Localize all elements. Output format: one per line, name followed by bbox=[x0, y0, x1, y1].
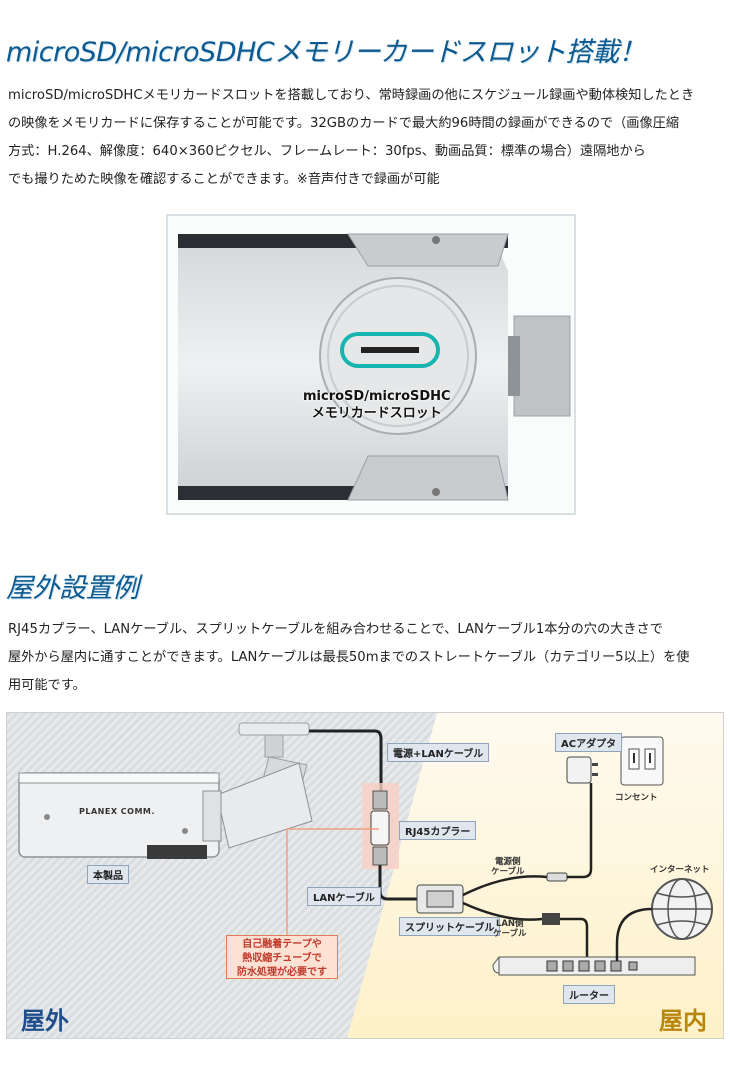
label-line: LAN側 bbox=[495, 919, 524, 929]
router-label: ルーター bbox=[563, 985, 615, 1004]
label-line: 電源側 bbox=[494, 857, 521, 867]
rj45-coupler-label: RJ45カプラー bbox=[399, 821, 477, 840]
paragraph-line: 方式：H.264、解像度：640×360ピクセル、フレームレート：30fps、動… bbox=[8, 144, 646, 159]
label-line: ケーブル bbox=[491, 867, 525, 877]
paragraph-line: 用可能です。 bbox=[8, 678, 86, 693]
outdoor-install-description: RJ45カプラー、LANケーブル、スプリットケーブルを組み合わせることで、LAN… bbox=[8, 616, 724, 700]
power-side-cable-label: 電源側 ケーブル bbox=[491, 857, 525, 877]
warning-line: 熱収縮チューブで bbox=[242, 953, 322, 964]
sd-slot-label: microSD/microSDHC メモリカードスロット bbox=[303, 388, 451, 422]
paragraph-line: でも撮りためた映像を確認することができます。※音声付きで録画が可能 bbox=[8, 172, 440, 187]
internet-label: インターネット bbox=[650, 865, 710, 875]
split-cable-label: スプリットケーブル bbox=[399, 917, 501, 936]
label-line: ケーブル bbox=[493, 929, 527, 939]
paragraph-line: microSD/microSDHCメモリカードスロットを搭載しており、常時録画の… bbox=[8, 88, 695, 103]
sd-slot-label-line: microSD/microSDHC bbox=[303, 389, 451, 404]
installation-diagram: 電源+LANケーブル RJ45カプラー LANケーブル スプリットケーブル 電源… bbox=[6, 712, 724, 1039]
paragraph-line: の映像をメモリカードに保存することが可能です。32GBのカードで最大約96時間の… bbox=[8, 116, 680, 131]
outdoor-zone-label: 屋外 bbox=[21, 1007, 69, 1035]
paragraph-line: 屋外から屋内に通すことができます。LANケーブルは最長50mまでのストレートケー… bbox=[8, 650, 690, 665]
outlet-label: コンセント bbox=[615, 793, 658, 803]
sd-slot-label-line: メモリカードスロット bbox=[311, 406, 442, 421]
waterproofing-warning: 自己融着テープや 熱収縮チューブで 防水処理が必要です bbox=[226, 935, 338, 979]
section-title-outdoor-install: 屋外設置例 bbox=[6, 573, 139, 604]
warning-line: 防水処理が必要です bbox=[237, 967, 327, 978]
warning-line: 自己融着テープや bbox=[242, 939, 322, 950]
sd-slot-photo: microSD/microSDHC メモリカードスロット bbox=[166, 214, 576, 515]
product-label: 本製品 bbox=[87, 865, 129, 884]
indoor-zone-label: 屋内 bbox=[659, 1007, 707, 1035]
lan-side-cable-label: LAN側 ケーブル bbox=[493, 919, 527, 939]
brand-logo: PLANEX COMM. bbox=[79, 807, 155, 816]
diagram-artwork bbox=[7, 713, 723, 1038]
camera-underside-illustration bbox=[178, 233, 571, 501]
section-title-sd-slot: microSD/microSDHCメモリーカードスロット搭載！ bbox=[6, 37, 646, 68]
paragraph-line: RJ45カプラー、LANケーブル、スプリットケーブルを組み合わせることで、LAN… bbox=[8, 622, 663, 637]
power-lan-cable-label: 電源+LANケーブル bbox=[387, 743, 490, 762]
sd-slot-description: microSD/microSDHCメモリカードスロットを搭載しており、常時録画の… bbox=[8, 82, 724, 194]
lan-cable-label: LANケーブル bbox=[307, 887, 381, 906]
ac-adapter-label: ACアダプタ bbox=[555, 733, 623, 752]
